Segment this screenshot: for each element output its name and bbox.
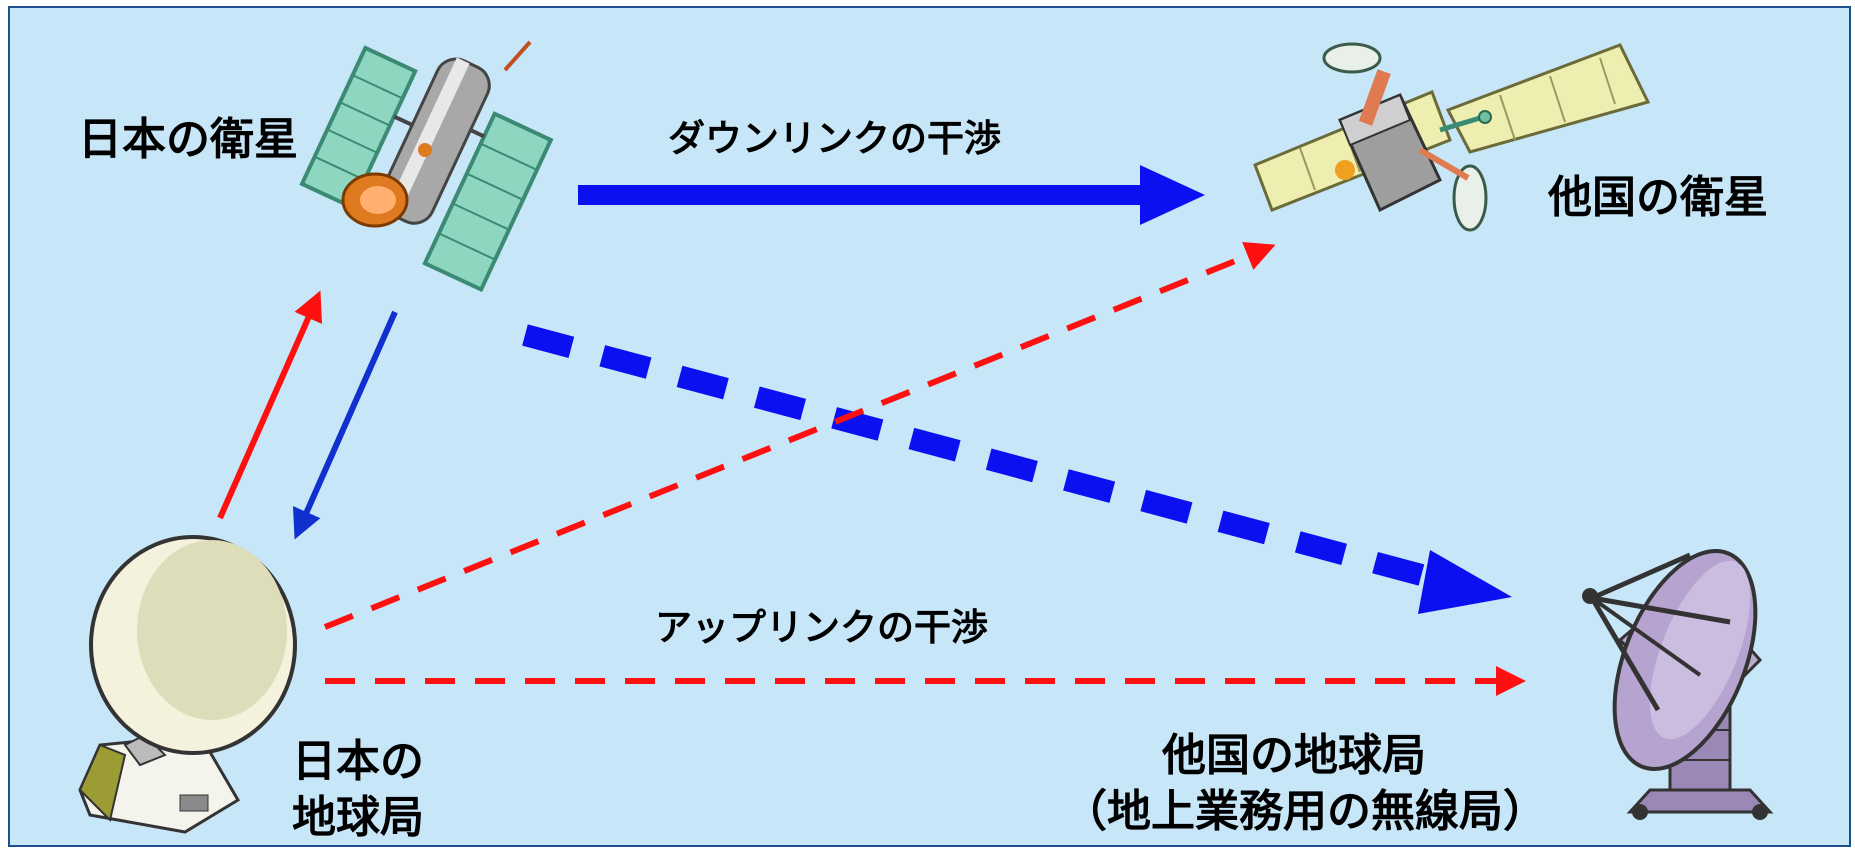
japan-downlink-arrow: [292, 310, 398, 540]
diagram-panel: [8, 6, 1851, 847]
uplink-interference-label: アップリンクの干渉: [655, 606, 988, 649]
japan-uplink-arrow: [217, 290, 323, 520]
downlink-interference-arrow-to-foreign-satellite: [578, 165, 1205, 225]
uplink-interference-arrow-to-foreign-satellite: [323, 242, 1276, 630]
foreign-earth-station-label-line1: 他国の地球局: [1162, 730, 1426, 781]
foreign-satellite-icon: [1253, 42, 1651, 232]
downlink-interference-arrow-to-foreign-earth-station: [522, 324, 1512, 614]
japan-earth-station-label-line1: 日本の: [292, 736, 424, 787]
japan-satellite-label: 日本の衛星: [78, 114, 298, 165]
foreign-satellite-label: 他国の衛星: [1548, 172, 1768, 223]
japan-earth-station-icon: [78, 535, 297, 834]
japan-satellite-icon: [299, 40, 554, 293]
downlink-interference-label: ダウンリンクの干渉: [668, 117, 1001, 160]
japan-earth-station-label-line2: 地球局: [292, 792, 424, 843]
foreign-earth-station-label-line2: （地上業務用の無線局）: [1063, 786, 1547, 837]
foreign-earth-station-icon: [1582, 549, 1774, 820]
